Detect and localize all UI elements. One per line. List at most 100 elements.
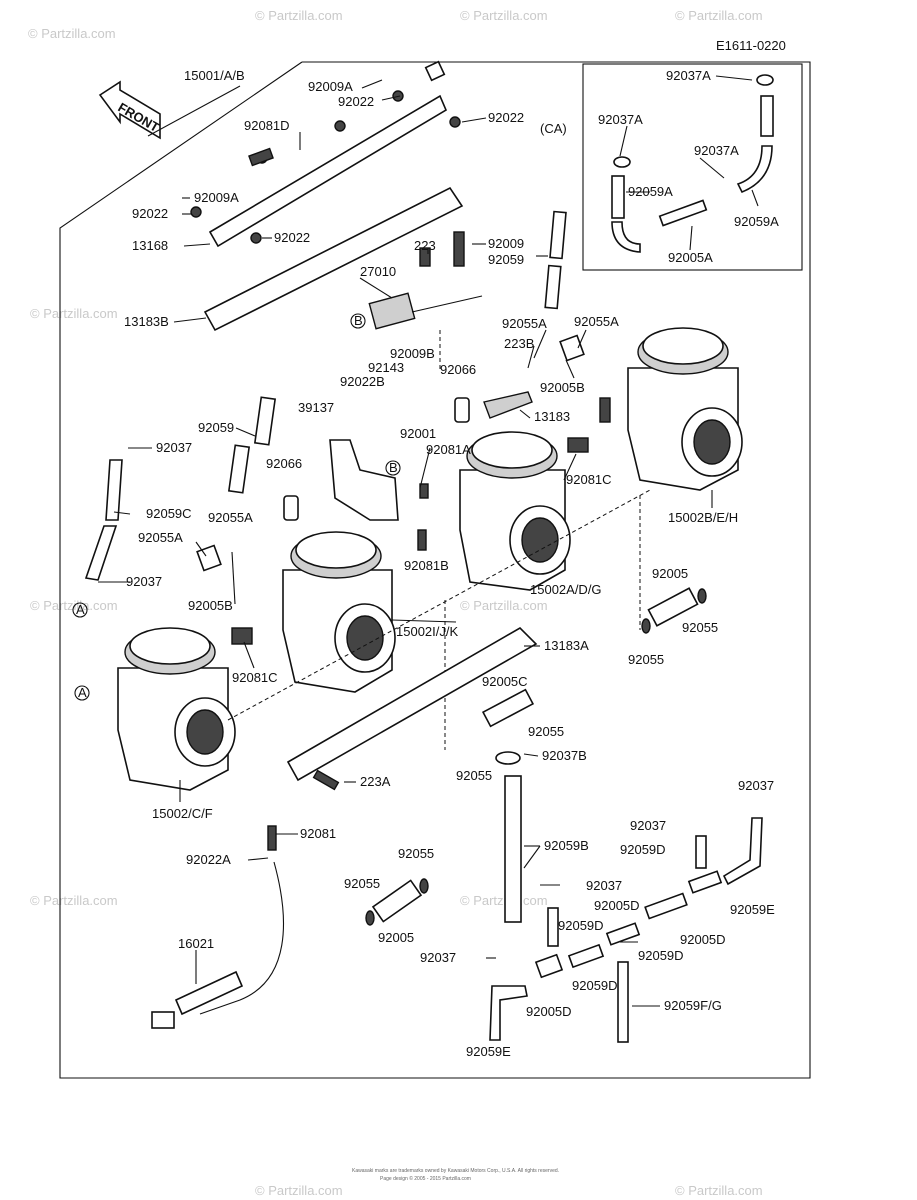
figure-code: E1611-0220	[716, 38, 786, 53]
cable-bracket	[174, 970, 244, 1016]
spring-icon	[567, 437, 589, 453]
part-label: 92081C	[232, 670, 278, 685]
tee-fitting-icon	[481, 688, 535, 728]
fitting-icon	[424, 60, 446, 82]
o-ring-icon	[419, 878, 429, 894]
watermark: © Partzilla.com	[28, 26, 116, 41]
watermark: © Partzilla.com	[255, 8, 343, 23]
part-label: 92037	[586, 878, 622, 893]
bolt-icon	[334, 120, 346, 132]
marker-a-bottom: A	[74, 685, 90, 701]
marker-a: A	[76, 602, 85, 617]
part-label: 92059F/G	[664, 998, 722, 1013]
assembly-frame	[59, 61, 811, 1079]
part-label: 15001/A/B	[184, 68, 245, 83]
footer-design: Page design © 2005 - 2015 Partzilla.com	[380, 1175, 471, 1182]
part-label: 92037A	[598, 112, 643, 127]
part-label: 15002I/J/K	[396, 624, 458, 639]
screw-icon	[312, 769, 340, 791]
part-label: 92005	[652, 566, 688, 581]
part-label: 92055	[528, 724, 564, 739]
part-label: 92005	[378, 930, 414, 945]
spring-icon	[267, 825, 277, 851]
part-label: 92009B	[390, 346, 435, 361]
carburetor-right	[627, 327, 743, 491]
o-ring-icon	[641, 618, 651, 634]
part-label: 92005C	[482, 674, 528, 689]
part-label: 92143	[368, 360, 404, 375]
part-label: 13183	[534, 409, 570, 424]
part-label: 92037	[420, 950, 456, 965]
part-label: 92022B	[340, 374, 385, 389]
part-label: 92005A	[668, 250, 713, 265]
marker-b-top: B	[350, 313, 366, 329]
part-label: 92005D	[594, 898, 640, 913]
part-label: 15002B/E/H	[668, 510, 738, 525]
part-label: 92022A	[186, 852, 231, 867]
part-label: 92059	[198, 420, 234, 435]
upper-bracket	[190, 60, 464, 332]
hose	[105, 459, 123, 521]
part-label: 92005D	[526, 1004, 572, 1019]
marker-a: A	[78, 685, 87, 700]
part-label: 15002/C/F	[152, 806, 213, 821]
hose-92059B	[504, 775, 522, 923]
part-label: 13183A	[544, 638, 589, 653]
part-label: 16021	[178, 936, 214, 951]
spring-icons	[231, 147, 611, 851]
part-label: 92037A	[694, 143, 739, 158]
throttle-link-bracket	[329, 439, 399, 521]
marker-b: B	[389, 460, 398, 475]
relay-unit	[368, 292, 416, 330]
spring-icon	[231, 627, 253, 645]
marker-a-top: A	[72, 602, 88, 618]
part-label: 92066	[440, 362, 476, 377]
part-label: 92001	[400, 426, 436, 441]
part-label: 92059D	[572, 978, 618, 993]
spring-icon	[419, 483, 429, 499]
part-label: 92037	[156, 440, 192, 455]
watermark: © Partzilla.com	[460, 598, 548, 613]
part-label: 92059D	[638, 948, 684, 963]
marker-b-mid: B	[385, 460, 401, 476]
washer-icon	[190, 206, 202, 218]
part-label: 39137	[298, 400, 334, 415]
part-label: 92055	[628, 652, 664, 667]
spring-icon	[417, 529, 427, 551]
cable-end-icon	[151, 1011, 175, 1029]
part-label: 92022	[338, 94, 374, 109]
marker-b: B	[354, 313, 363, 328]
lower-plate-13183A	[286, 627, 538, 782]
part-label: 27010	[360, 264, 396, 279]
part-label: 92037	[126, 574, 162, 589]
part-label: 92009	[488, 236, 524, 251]
spring-icon	[599, 397, 611, 423]
bracket-13183	[483, 391, 533, 419]
elbow-fitting-icon	[559, 334, 585, 362]
part-label: 92055	[344, 876, 380, 891]
part-label: 92066	[266, 456, 302, 471]
part-label: 223B	[504, 336, 534, 351]
part-label: 92022	[274, 230, 310, 245]
ca-inset-box	[582, 63, 803, 271]
part-label: 223A	[360, 774, 391, 789]
hose	[227, 444, 251, 494]
part-label: 15002A/D/G	[530, 582, 602, 597]
pipe-fitting-icon	[371, 879, 423, 923]
watermark: © Partzilla.com	[30, 598, 118, 613]
part-label: 92055A	[138, 530, 183, 545]
part-label: 223	[414, 238, 436, 253]
part-label: 92059	[488, 252, 524, 267]
part-label: 92037	[738, 778, 774, 793]
carburetor-left	[117, 627, 236, 791]
watermark: © Partzilla.com	[30, 893, 118, 908]
screw-icon	[453, 231, 465, 267]
pipe-fitting-icon	[647, 587, 699, 627]
watermark: © Partzilla.com	[255, 1183, 343, 1198]
part-label: 92009A	[308, 79, 353, 94]
leader-lines	[98, 75, 759, 1007]
part-label: 92059E	[730, 902, 775, 917]
part-label: 13168	[132, 238, 168, 253]
part-label: 92055	[398, 846, 434, 861]
